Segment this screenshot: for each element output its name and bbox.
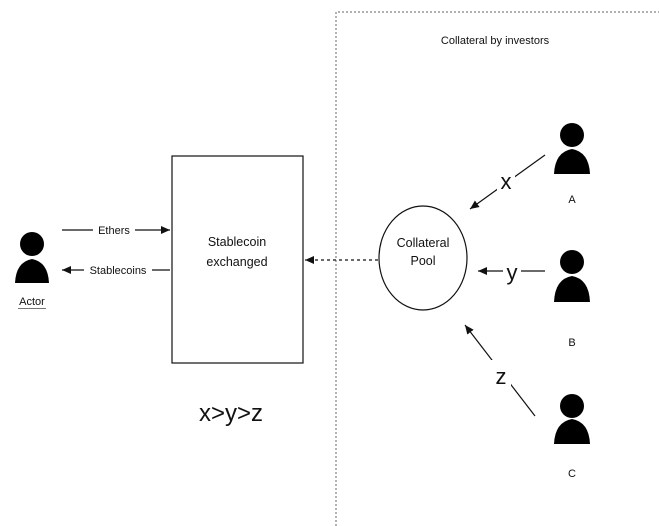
exchange-label-line1: Stablecoin	[208, 235, 266, 249]
investor-b-person-icon	[554, 250, 590, 302]
stablecoins-label: Stablecoins	[90, 265, 147, 277]
investor-a-amount-bg	[497, 170, 515, 192]
actor-person-icon	[15, 232, 49, 283]
investor-c-person-icon	[554, 394, 590, 444]
pool-label-line1: Collateral	[397, 236, 450, 250]
investor-a-person-icon	[554, 123, 590, 174]
investor-b-label: B	[568, 337, 575, 349]
region-title: Collateral by investors	[441, 35, 550, 47]
actor-label-underline	[18, 308, 46, 309]
exchange-label-line2: exchanged	[206, 255, 267, 269]
ethers-label-bg	[93, 223, 135, 237]
investor-collateral-region: Collateral by investors	[335, 11, 659, 526]
stablecoin-exchange-box	[171, 155, 304, 364]
investor-b-amount-bg	[503, 261, 521, 285]
region-border	[335, 11, 659, 526]
pool-label-line2: Pool	[410, 254, 435, 268]
amount-ordering-formula: x>y>z	[199, 400, 263, 427]
investor-c-label: C	[568, 468, 576, 480]
stablecoins-label-bg	[84, 263, 152, 277]
ethers-label: Ethers	[98, 225, 130, 237]
investor-c-amount: z	[496, 364, 507, 389]
investor-b-amount: y	[507, 260, 518, 285]
investor-a-label: A	[568, 194, 576, 206]
actor-label: Actor	[19, 296, 45, 308]
investor-c-amount-bg	[491, 360, 511, 388]
collateral-pool-circle	[378, 205, 468, 311]
investor-a-amount: x	[501, 169, 512, 194]
